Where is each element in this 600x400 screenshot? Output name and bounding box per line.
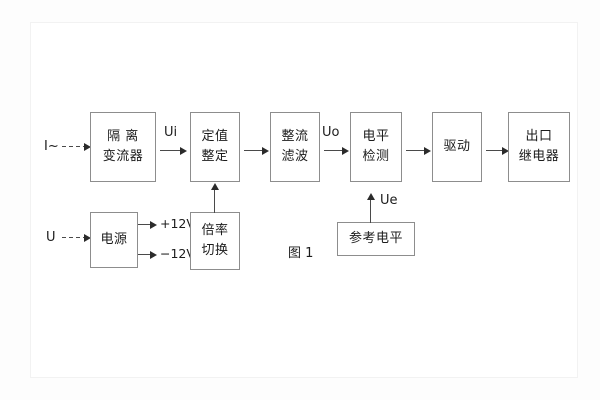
signal-ue-line (370, 199, 371, 223)
signal-uo-label: Uo (322, 125, 340, 140)
connector-setting-to-rectifier (244, 150, 264, 151)
block-level-detect[interactable]: 电平 检测 (350, 112, 402, 182)
block-output-relay[interactable]: 出口 继电器 (508, 112, 570, 182)
block-rectifier-line-1: 整流 (281, 128, 309, 144)
block-power-supply-line-1: 电源 (100, 231, 128, 247)
signal-ui-arrowhead (180, 147, 187, 155)
connector-driver-to-relay (486, 150, 504, 151)
block-driver-line-1: 驱动 (443, 138, 471, 154)
block-level-detect-line-2: 检测 (362, 149, 390, 164)
connector-level-to-driver-arrowhead (424, 147, 431, 155)
block-range-switch-line-1: 倍率 (201, 222, 229, 238)
block-output-relay-line-1: 出口 (525, 128, 553, 144)
block-setting-line-2: 整定 (201, 149, 229, 164)
input-voltage-label: U (46, 230, 56, 245)
connector-setting-to-rectifier-arrowhead (262, 147, 269, 155)
connector-range-switch-to-setting (214, 189, 215, 213)
input-voltage-line (62, 237, 86, 238)
input-voltage-arrowhead (84, 234, 91, 242)
input-current-label: I~ (44, 139, 59, 154)
block-level-detect-line-1: 电平 (362, 128, 390, 144)
signal-ui-line (160, 150, 182, 151)
block-rectifier[interactable]: 整流 滤波 (270, 112, 320, 182)
block-isolation-ct-line-1: 隔 离 (107, 128, 139, 144)
block-reference-level[interactable]: 参考电平 (337, 222, 415, 256)
connector-range-switch-to-setting-arrowhead (211, 183, 219, 190)
signal-uo-line (324, 150, 344, 151)
connector-level-to-driver (406, 150, 426, 151)
block-setting-line-1: 定值 (201, 128, 229, 144)
rail-positive-label: +12V (160, 216, 195, 231)
rail-negative-line (138, 254, 152, 255)
rail-negative-arrowhead (150, 251, 157, 259)
signal-uo-arrowhead (342, 147, 349, 155)
block-rectifier-line-2: 滤波 (281, 149, 309, 164)
block-isolation-ct-line-2: 变流器 (102, 149, 144, 164)
input-current-line (62, 146, 86, 147)
rail-positive-line (138, 224, 152, 225)
block-setting[interactable]: 定值 整定 (190, 112, 240, 182)
rail-positive-arrowhead (150, 221, 157, 229)
block-range-switch[interactable]: 倍率 切换 (190, 212, 240, 270)
figure-caption: 图 1 (288, 246, 314, 261)
input-current-arrowhead (84, 143, 91, 151)
block-reference-level-line-1: 参考电平 (348, 230, 403, 246)
block-output-relay-line-2: 继电器 (518, 149, 560, 164)
signal-ue-arrowhead (367, 193, 375, 200)
block-range-switch-line-2: 切换 (201, 243, 229, 258)
connector-driver-to-relay-arrowhead (502, 147, 509, 155)
signal-ue-label: Ue (380, 193, 398, 208)
diagram-frame (30, 22, 578, 378)
block-driver[interactable]: 驱动 (432, 112, 482, 182)
block-power-supply[interactable]: 电源 (90, 212, 138, 268)
block-isolation-ct[interactable]: 隔 离 变流器 (90, 112, 156, 182)
rail-negative-label: −12V (160, 246, 195, 261)
signal-ui-label: Ui (164, 125, 178, 140)
